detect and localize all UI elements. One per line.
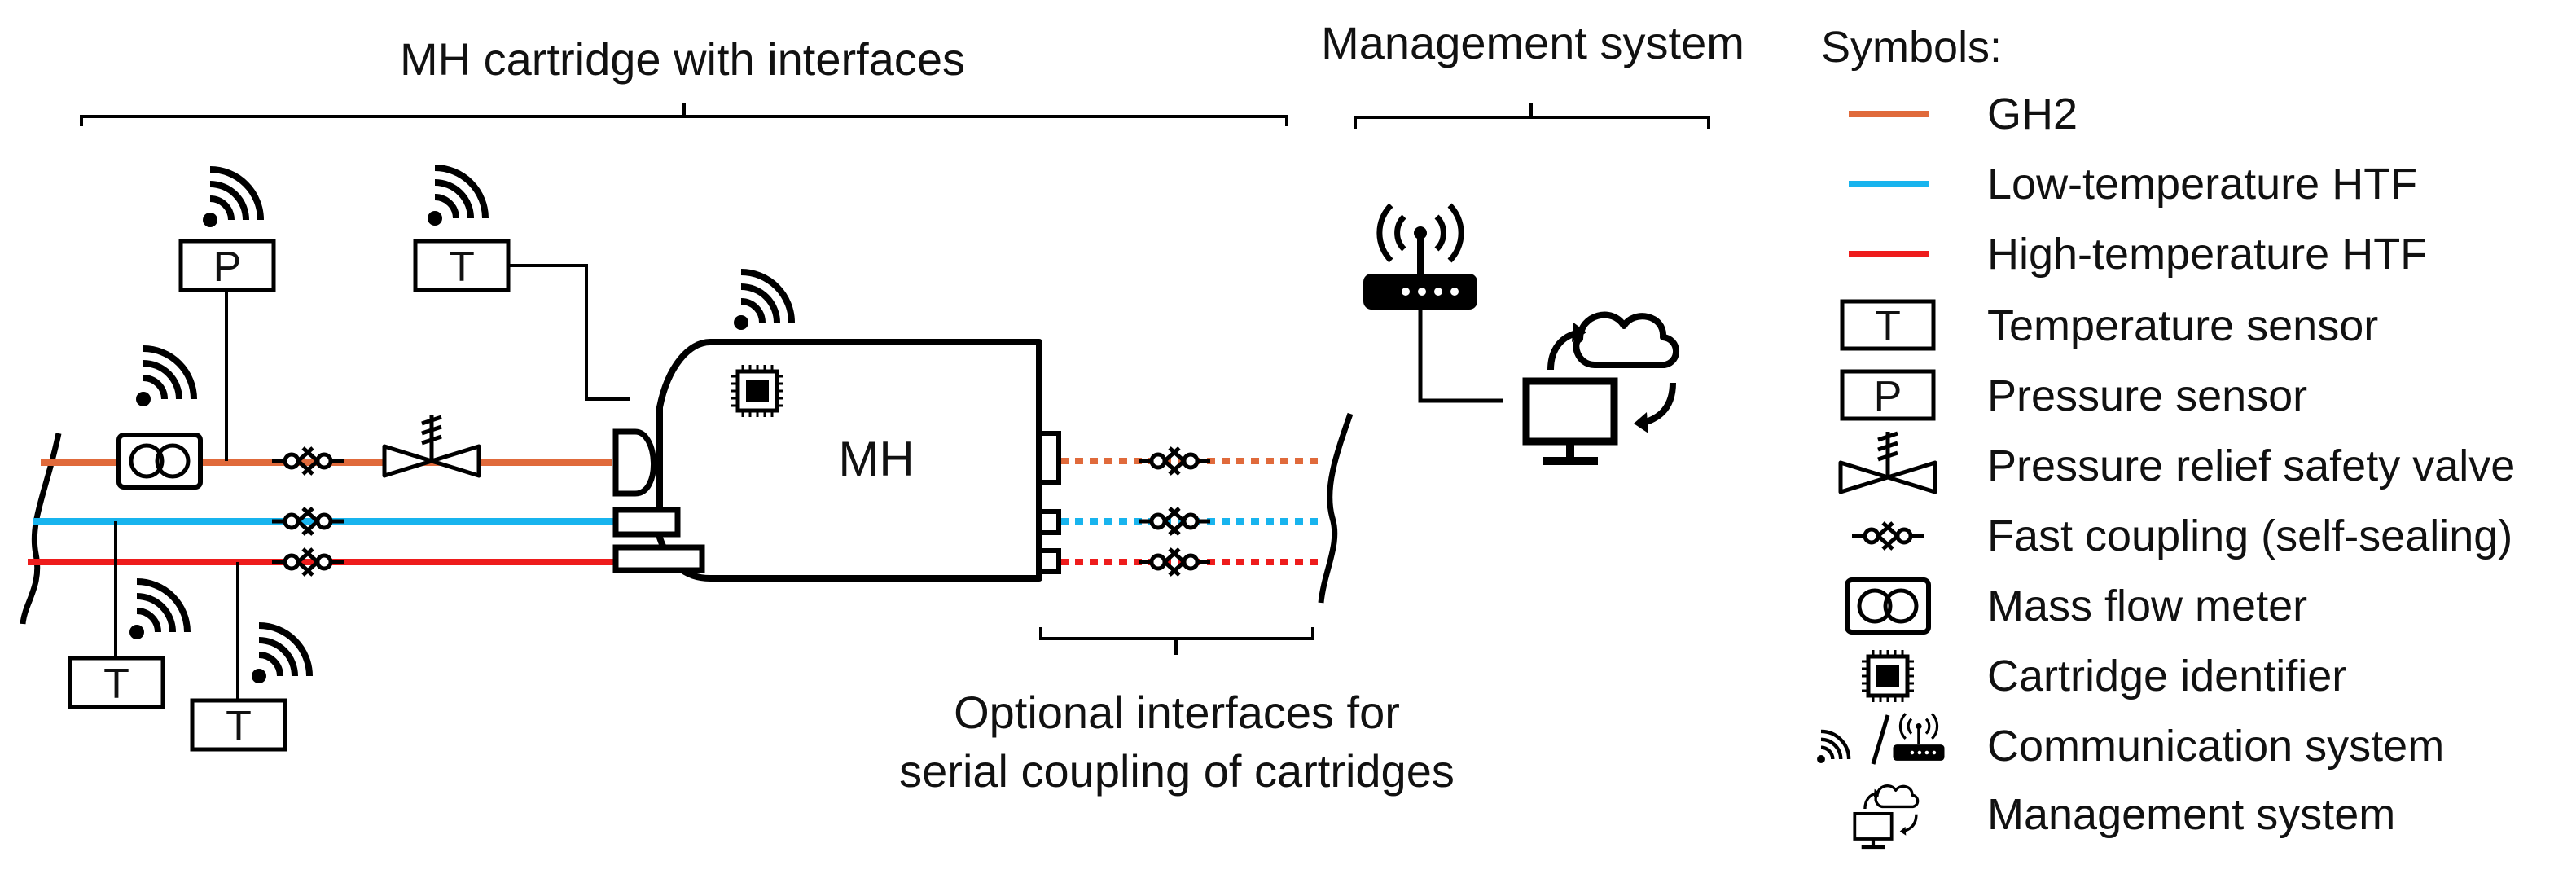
legend-cartridge-id-label: Cartridge identifier xyxy=(1987,652,2346,700)
low-temp-connector xyxy=(612,507,681,538)
router-icon xyxy=(1363,205,1477,310)
temp-sensor-high-box xyxy=(190,698,287,752)
legend-relief-valve-label: Pressure relief safety valve xyxy=(1987,441,2515,490)
legend-fast-coupling-icon xyxy=(1852,523,1924,549)
optional-interfaces-bracket xyxy=(1039,627,1314,655)
legend-mass-flow-icon xyxy=(1847,580,1929,632)
legend-communication-icon xyxy=(1817,712,1946,764)
temp-sensor-top-box xyxy=(413,239,511,292)
legend-communication-label: Communication system xyxy=(1987,722,2444,771)
gh2-connector xyxy=(612,428,656,497)
legend-low-temp-label: Low-temperature HTF xyxy=(1987,160,2417,209)
low-temp-optional-coupling xyxy=(1139,508,1210,534)
legend-mass-flow-label: Mass flow meter xyxy=(1987,582,2307,630)
management-section-title: Management system xyxy=(1321,17,1744,68)
high-temp-optional-port xyxy=(1037,548,1061,574)
management-system-icon xyxy=(1526,315,1676,461)
legend-pressure-sensor-letter: P xyxy=(1874,373,1902,420)
legend-relief-valve-icon xyxy=(1841,432,1935,492)
high-temp-connector xyxy=(612,544,705,573)
low-temp-optional-port xyxy=(1037,509,1061,535)
temp-sensor-high-wifi-icon xyxy=(252,626,309,683)
cartridge-section-title: MH cartridge with interfaces xyxy=(400,33,965,85)
temp-sensor-low-letter: T xyxy=(103,661,129,708)
pressure-relief-valve-icon xyxy=(384,415,479,476)
legend-cartridge-id-icon xyxy=(1862,650,1914,702)
temp-sensor-low-box xyxy=(68,656,165,709)
cartridge-bracket xyxy=(80,103,1288,126)
temp-sensor-top-letter: T xyxy=(449,244,475,291)
mh-wifi-icon xyxy=(734,272,792,330)
legend-temp-sensor-label: Temperature sensor xyxy=(1987,301,2378,350)
legend-management-label: Management system xyxy=(1987,790,2395,839)
legend-temp-sensor-icon xyxy=(1840,299,1936,351)
flow-meter-wifi-icon xyxy=(136,349,194,406)
legend-pressure-sensor-label: Pressure sensor xyxy=(1987,371,2307,420)
pressure-sensor-box xyxy=(178,239,276,292)
legend-fast-coupling-label: Fast coupling (self-sealing) xyxy=(1987,512,2512,560)
optional-interfaces-title-line1: Optional interfaces for xyxy=(954,687,1400,738)
legend-management-icon xyxy=(1854,786,1917,847)
left-pipe-break xyxy=(20,433,62,625)
legend-pressure-sensor-icon xyxy=(1840,369,1936,421)
management-bracket xyxy=(1354,103,1710,129)
temp-sensor-top-wifi-icon xyxy=(428,168,485,226)
mh-label: MH xyxy=(838,432,914,486)
temp-sensor-top-wire xyxy=(510,264,630,401)
legend-gh2-label: GH2 xyxy=(1987,90,2078,138)
legend-high-temp-label: High-temperature HTF xyxy=(1987,230,2427,279)
right-pipe-break xyxy=(1318,412,1354,604)
cartridge-identifier-icon xyxy=(731,365,783,417)
gh2-optional-coupling xyxy=(1139,448,1210,474)
legend-heading: Symbols: xyxy=(1821,23,2002,72)
temp-sensor-high-letter: T xyxy=(226,703,252,750)
legend-temp-sensor-letter: T xyxy=(1875,303,1901,350)
gh2-optional-port xyxy=(1037,431,1061,485)
optional-interfaces-title-line2: serial coupling of cartridges xyxy=(899,745,1455,797)
high-temp-optional-coupling xyxy=(1139,549,1210,575)
router-to-computer-wire xyxy=(1418,310,1503,403)
temp-sensor-low-wifi-icon xyxy=(129,582,187,639)
mass-flow-meter-icon xyxy=(119,435,200,487)
pressure-sensor-letter: P xyxy=(213,244,242,291)
pressure-sensor-wifi-icon xyxy=(203,169,261,227)
